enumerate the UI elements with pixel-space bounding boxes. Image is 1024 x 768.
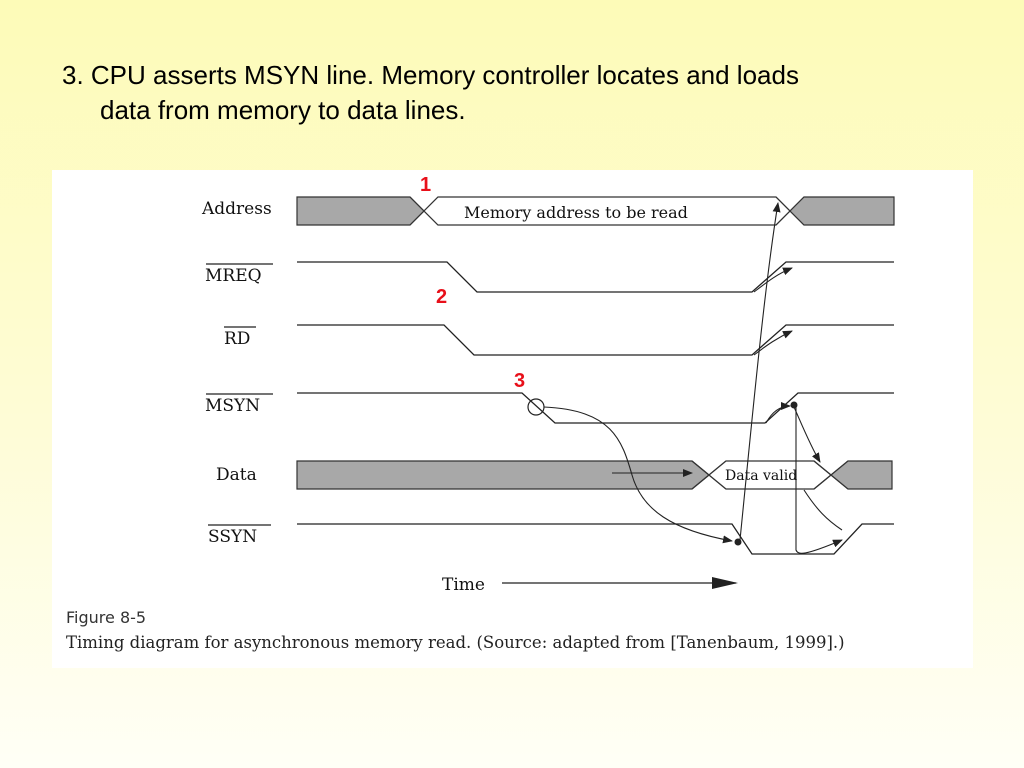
step-marker-1: 1	[420, 174, 431, 196]
mreq-waveform	[297, 261, 894, 293]
msyn-assert-circle	[527, 398, 545, 416]
arrow-to-rd	[753, 330, 793, 356]
arrow-msyn-to-data	[793, 406, 821, 463]
arrow-data-to-ssyn	[803, 489, 843, 531]
arrow-to-msyn	[765, 402, 791, 424]
label-address: Address	[201, 199, 272, 219]
arrow-ssyn-to-address	[739, 202, 781, 541]
ssyn-assert-dot	[734, 538, 742, 546]
time-label: Time	[442, 575, 485, 595]
label-mreq: MREQ	[205, 266, 262, 286]
slide-heading: 3. CPU asserts MSYN line. Memory control…	[62, 58, 982, 128]
arrow-msyn-to-ssyn	[543, 406, 733, 544]
figure-caption-title: Figure 8-5	[66, 608, 147, 627]
rd-waveform	[297, 324, 894, 356]
timing-diagram: Address MREQ RD MSYN Data SSYN Memory ad…	[201, 174, 895, 595]
data-bus	[296, 460, 893, 490]
causal-arrows	[543, 202, 843, 554]
arrow-to-mreq	[753, 267, 793, 293]
msyn-waveform	[297, 392, 894, 424]
step-marker-3: 3	[514, 370, 525, 392]
label-ssyn: SSYN	[208, 527, 257, 547]
address-bus	[296, 196, 895, 226]
step-marker-2: 2	[436, 286, 447, 308]
label-data: Data	[216, 465, 257, 485]
slide-heading-line1: 3. CPU asserts MSYN line. Memory control…	[62, 60, 799, 90]
label-msyn: MSYN	[205, 396, 260, 416]
time-arrow-head	[712, 577, 738, 589]
label-rd: RD	[224, 329, 250, 349]
slide-heading-line2: data from memory to data lines.	[100, 95, 466, 125]
address-bus-text: Memory address to be read	[464, 203, 688, 222]
timing-diagram-figure: Address MREQ RD MSYN Data SSYN Memory ad…	[52, 170, 973, 668]
ssyn-waveform	[297, 523, 894, 555]
arrow-msyn-to-ssyn-release	[795, 407, 843, 554]
data-bus-text: Data valid	[725, 468, 797, 484]
figure-caption-text: Timing diagram for asynchronous memory r…	[66, 633, 845, 652]
msyn-release-dot	[790, 401, 798, 409]
